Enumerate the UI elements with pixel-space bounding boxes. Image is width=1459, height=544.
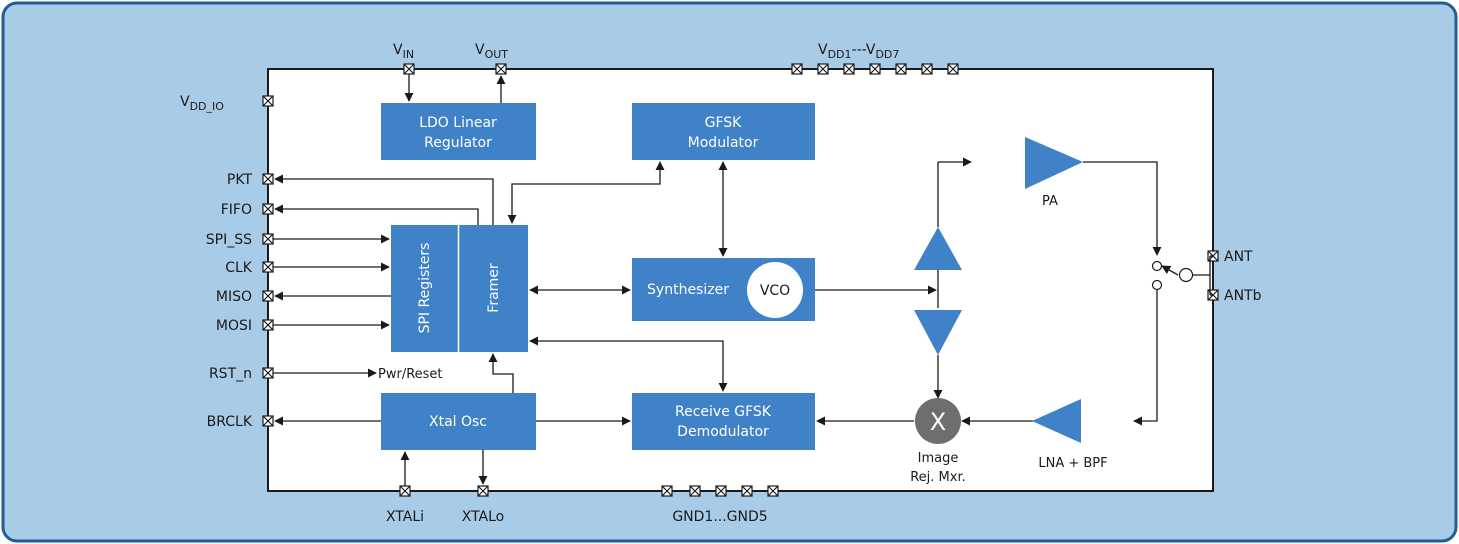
pin-label-vin: VIN bbox=[393, 42, 414, 61]
mixer-symbol: X bbox=[930, 408, 946, 436]
pin-vdd-2 bbox=[817, 63, 829, 75]
pin-clk bbox=[262, 261, 274, 273]
pin-label-gnd: GND1...GND5 bbox=[672, 509, 767, 525]
pin-label-antb: ANTb bbox=[1224, 288, 1262, 304]
pin-vin bbox=[403, 63, 415, 75]
mixer-label-2: Rej. Mxr. bbox=[910, 470, 966, 485]
pin-label-fifo: FIFO bbox=[221, 202, 252, 218]
pin-vout bbox=[495, 63, 507, 75]
pa-label: PA bbox=[1042, 194, 1058, 209]
pin-label-brclk: BRCLK bbox=[207, 414, 253, 430]
framer-label: Framer bbox=[486, 263, 502, 313]
tx-buffer-amplifier bbox=[914, 227, 962, 270]
pin-xtali bbox=[399, 485, 411, 497]
vco-circle bbox=[747, 262, 803, 318]
pin-label-xtali: XTALi bbox=[386, 509, 424, 525]
rx-demod-label-2: Demodulator bbox=[677, 424, 769, 440]
pin-fifo bbox=[262, 203, 274, 215]
pin-label-pkt: PKT bbox=[227, 172, 253, 188]
pin-label-xtalo: XTALo bbox=[462, 509, 505, 525]
pin-label-miso: MISO bbox=[216, 289, 252, 305]
pin-vdd-6 bbox=[921, 63, 933, 75]
pin-xtalo bbox=[477, 485, 489, 497]
pin-spi-ss bbox=[262, 233, 274, 245]
gfsk-modulator-block bbox=[632, 103, 815, 160]
pin-brclk bbox=[262, 415, 274, 427]
switch-contact-bottom bbox=[1151, 279, 1163, 291]
pin-gnd-5 bbox=[767, 485, 779, 497]
pin-vdd-4 bbox=[869, 63, 881, 75]
pin-pkt bbox=[262, 173, 274, 185]
pin-label-vdd: VDD1---VDD7 bbox=[818, 42, 899, 61]
ldo-label-1: LDO Linear bbox=[419, 115, 497, 131]
lna-amplifier bbox=[1032, 399, 1081, 443]
spi-registers-block bbox=[391, 225, 458, 352]
pin-miso bbox=[262, 290, 274, 302]
pin-gnd-4 bbox=[741, 485, 753, 497]
pin-boxes bbox=[262, 63, 1219, 497]
receive-gfsk-demodulator-block bbox=[632, 393, 815, 450]
pin-gnd-2 bbox=[689, 485, 701, 497]
gfsk-mod-label-2: Modulator bbox=[688, 135, 759, 151]
pin-gnd-3 bbox=[715, 485, 727, 497]
switch-contact-top bbox=[1151, 260, 1163, 272]
mixer-label-1: Image bbox=[918, 451, 959, 466]
ldo-label-2: Regulator bbox=[424, 135, 492, 151]
pin-label-rst-n: RST_n bbox=[209, 366, 252, 382]
pin-vdd-7 bbox=[947, 63, 959, 75]
pin-label-clk: CLK bbox=[225, 260, 253, 276]
pin-label-ant: ANT bbox=[1224, 249, 1253, 265]
pin-vdd-1 bbox=[791, 63, 803, 75]
rx-demod-label-1: Receive GFSK bbox=[675, 404, 772, 420]
lna-label: LNA + BPF bbox=[1038, 456, 1107, 471]
switch-pivot bbox=[1178, 267, 1194, 283]
framer-block bbox=[459, 225, 528, 352]
connections bbox=[273, 74, 1214, 486]
pin-mosi bbox=[262, 319, 274, 331]
pin-gnd-1 bbox=[661, 485, 673, 497]
pa-amplifier bbox=[1025, 137, 1083, 189]
image-rejection-mixer bbox=[915, 398, 961, 444]
pwr-reset-label: Pwr/Reset bbox=[378, 367, 443, 382]
pin-label-spi-ss: SPI_SS bbox=[206, 232, 252, 248]
spi-registers-label: SPI Registers bbox=[417, 243, 433, 334]
pin-vddio bbox=[262, 95, 274, 107]
synthesizer-label: Synthesizer bbox=[647, 282, 729, 298]
pin-label-vout: VOUT bbox=[475, 42, 508, 61]
rx-buffer-amplifier bbox=[914, 310, 962, 355]
ldo-regulator-block bbox=[381, 103, 536, 160]
gfsk-mod-label-1: GFSK bbox=[705, 115, 743, 131]
xtal-osc-label: Xtal Osc bbox=[429, 414, 487, 430]
vco-label: VCO bbox=[760, 283, 790, 299]
pin-vdd-5 bbox=[895, 63, 907, 75]
pin-label-mosi: MOSI bbox=[216, 318, 252, 334]
pin-rst-n bbox=[262, 367, 274, 379]
xtal-osc-block bbox=[381, 393, 536, 450]
pin-label-vddio: VDD_IO bbox=[180, 94, 224, 113]
pin-vdd-3 bbox=[843, 63, 855, 75]
